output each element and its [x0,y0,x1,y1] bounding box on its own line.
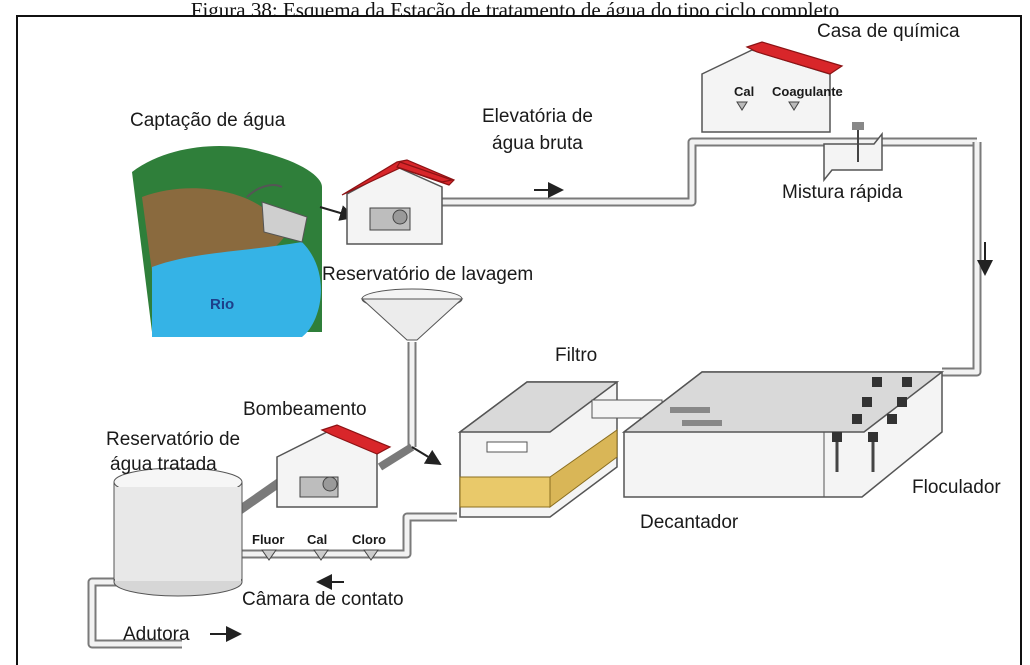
washing-reservoir [360,288,464,341]
cal-dose-label: Cal [307,532,327,547]
treated-water-reservoir [113,467,243,597]
sedimentation-tank [621,371,945,498]
cloro-label: Cloro [352,532,386,547]
washing-reservoir-label: Reservatório de lavagem [322,264,533,285]
sedimentation-label: Decantador [640,512,739,533]
filter-unit [457,381,663,518]
chemical-house-label: Casa de química [817,21,960,42]
intake-label: Captação de água [130,110,286,131]
rapid-mix-tank [823,122,883,183]
chemical-house: Cal Coagulante [701,41,844,133]
flocculator-paddles [832,377,912,472]
raw-water-lift-label-1: Elevatória de [482,106,593,127]
contact-chamber-label: Câmara de contato [242,589,404,610]
chem-coagulant-label: Coagulante [772,84,843,99]
adutora-label: Adutora [123,624,190,645]
water-treatment-diagram: Rio Cal Coagulante [87,21,1001,649]
pumping-house [276,424,392,508]
rapid-mix-label: Mistura rápida [782,182,903,203]
raw-water-pump-house [341,159,456,245]
flocculator-label: Floculador [912,477,1001,498]
filter-label: Filtro [555,345,597,366]
raw-water-lift-label-2: água bruta [492,133,583,154]
chem-cal-label: Cal [734,84,754,99]
river-intake-illustration: Rio [132,146,322,337]
contact-chamber-dosers [261,549,379,561]
pumping-label: Bombeamento [243,399,367,420]
river-label: Rio [210,296,234,313]
fluor-label: Fluor [252,532,285,547]
diagram-frame: Rio Cal Coagulante [16,15,1022,665]
treated-reservoir-label-1: Reservatório de [106,429,240,450]
treated-reservoir-label-2: água tratada [110,454,217,475]
